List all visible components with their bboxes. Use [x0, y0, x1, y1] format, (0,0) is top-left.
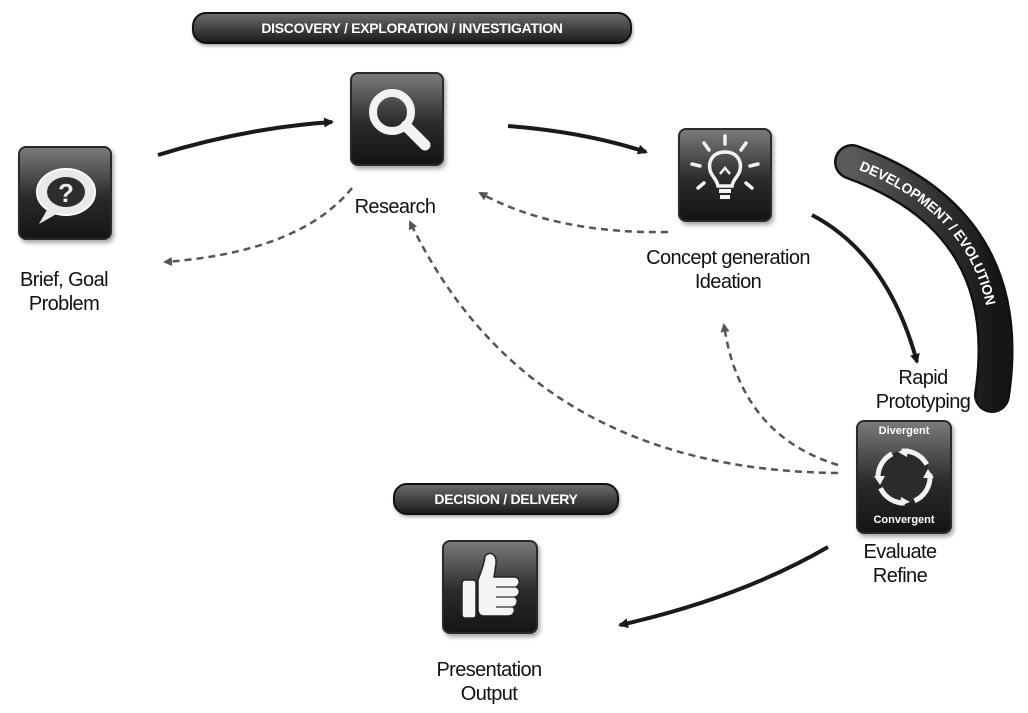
brief-label-line-2: Problem: [28, 293, 100, 315]
dashed-concept-to-research: [478, 191, 669, 234]
presentation-label: Presentation Output: [414, 658, 564, 706]
evaluate-label-line-2: Refine: [872, 565, 928, 587]
arrow-research-to-concept: [507, 124, 648, 155]
evaluate-label: Evaluate Refine: [840, 540, 960, 588]
cycle-arrows-icon: [874, 448, 934, 506]
thumbs-up-icon: [461, 552, 520, 619]
svg-text:?: ?: [58, 178, 74, 208]
arrow-concept-to-prototyping: [811, 213, 920, 364]
dashed-evaluate-to-concept: [720, 323, 839, 467]
presentation-node-icon: [442, 540, 538, 634]
concept-label-line-2: Ideation: [694, 271, 762, 293]
prototyping-label-line-2: Prototyping: [875, 391, 971, 413]
prototyping-label: Rapid Prototyping: [858, 366, 988, 414]
arrow-brief-to-research: [157, 117, 334, 157]
concept-label-line-1: Concept generation: [646, 247, 810, 269]
question-bubble-icon: ?: [36, 168, 96, 224]
phase-decision-label: DECISION / DELIVERY: [393, 483, 619, 515]
convergent-text: Convergent: [873, 514, 935, 526]
evaluate-node-icon: Divergent Convergent: [856, 420, 952, 534]
lightbulb-icon: [690, 134, 760, 199]
dashed-research-to-brief: [163, 187, 353, 266]
evaluate-label-line-1: Evaluate: [863, 541, 937, 563]
presentation-label-line-2: Output: [460, 683, 518, 705]
brief-node-icon: ?: [18, 146, 112, 240]
research-label: Research: [345, 195, 445, 219]
research-node-icon: [350, 72, 444, 166]
concept-label: Concept generation Ideation: [620, 246, 836, 294]
presentation-label-line-1: Presentation: [436, 659, 542, 681]
magnifier-icon: [369, 89, 431, 151]
prototyping-label-line-1: Rapid: [898, 367, 948, 389]
brief-label-line-1: Brief, Goal: [20, 269, 108, 291]
arrow-evaluate-to-presentation: [618, 545, 830, 629]
concept-node-icon: [678, 128, 772, 222]
research-label-line-1: Research: [354, 196, 436, 218]
phase-discovery-label: DISCOVERY / EXPLORATION / INVESTIGATION: [192, 12, 632, 44]
divergent-text: Divergent: [878, 425, 930, 437]
brief-label: Brief, Goal Problem: [0, 268, 128, 316]
